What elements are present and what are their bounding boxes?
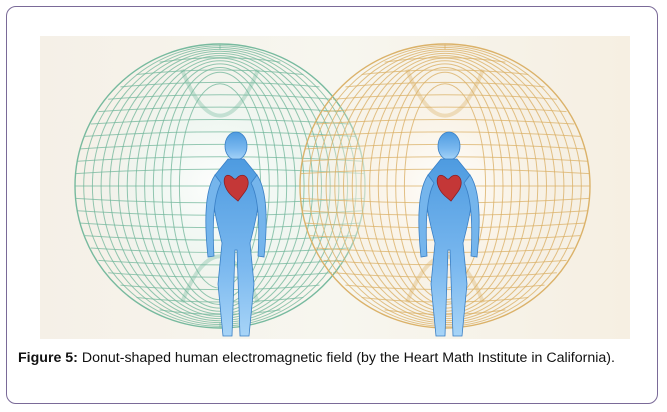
head <box>438 132 460 160</box>
head <box>225 132 247 160</box>
torus-figure-image <box>40 36 630 339</box>
electromagnetic-field-illustration <box>40 36 630 339</box>
figure-caption-text: Donut-shaped human electromagnetic field… <box>78 350 615 366</box>
figure-caption: Figure 5: Donut-shaped human electromagn… <box>18 349 644 368</box>
figure-panel: Figure 5: Donut-shaped human electromagn… <box>6 6 658 404</box>
figure-label: Figure 5: <box>18 350 78 366</box>
